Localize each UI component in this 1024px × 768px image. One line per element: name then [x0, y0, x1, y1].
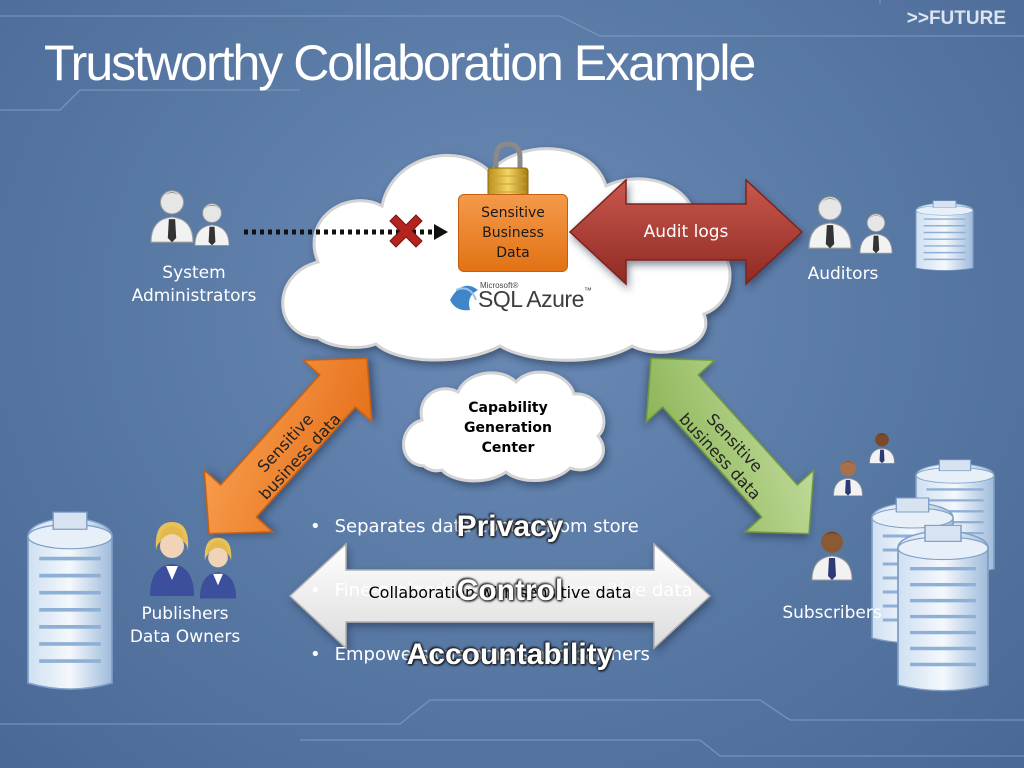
brand-label: >>FUTURE	[906, 8, 1006, 29]
data-box-line: Data	[496, 245, 530, 261]
subscribers-label: Subscribers	[782, 603, 882, 623]
capability-label-line: Center	[481, 440, 535, 456]
right-sensitive-data-arrow	[645, 357, 815, 535]
audit-logs-arrow	[568, 178, 804, 286]
collaboration-label: Collaboration with sensitive data	[368, 583, 632, 602]
overlay-word-control: Control	[456, 574, 564, 607]
auditors-building-icon	[914, 199, 975, 272]
sql-azure-logo-text: SQL Azure™	[478, 286, 592, 313]
auditors-icon	[808, 196, 893, 254]
overlay-word-privacy: Privacy	[456, 510, 564, 543]
overlay-word-accountability: Accountability	[406, 638, 614, 671]
publishers-icon	[150, 522, 237, 599]
system-admins-label: System Administrators	[114, 262, 274, 308]
sql-azure-logo-wordmark: SQL Azure	[478, 286, 584, 312]
auditors-label: Auditors	[807, 264, 879, 284]
sensitive-business-data-box: Sensitive Business Data	[458, 194, 568, 272]
sql-azure-logo-icon	[450, 285, 478, 311]
denied-x-icon	[389, 214, 423, 248]
bullet-item: Empowers customers and partners	[310, 644, 650, 665]
bullet-item: Fine-grained control over sensitive data	[310, 580, 693, 601]
data-box-line: Business	[482, 225, 544, 241]
capability-label-line: Capability	[468, 400, 548, 416]
publishers-label: Publishers Data Owners	[110, 603, 260, 649]
audit-logs-label: Audit logs	[643, 222, 729, 242]
subscribers-buildings-icon	[872, 457, 996, 691]
bullet-item: Separates data control from store	[310, 516, 639, 537]
data-box-line: Sensitive	[481, 205, 545, 221]
system-admins-label-line: Administrators	[131, 286, 257, 306]
capability-cloud	[402, 370, 606, 483]
sql-azure-logo-tm: ™	[583, 286, 592, 295]
system-admins-icon	[150, 190, 230, 246]
sql-azure-logo-small: Microsoft®	[480, 281, 519, 290]
subscribers-icon	[811, 432, 895, 581]
slide-title: Trustworthy Collaboration Example	[44, 35, 756, 91]
system-admins-label-line: System	[162, 263, 226, 283]
capability-center-label: Capability Generation Center	[450, 398, 566, 458]
publishers-label-line: Publishers	[141, 604, 229, 624]
publishers-building-icon	[28, 512, 112, 689]
publishers-label-line: Data Owners	[129, 627, 241, 647]
capability-label-line: Generation	[464, 420, 552, 436]
left-sensitive-data-arrow	[203, 357, 373, 535]
padlock-icon	[487, 141, 529, 203]
